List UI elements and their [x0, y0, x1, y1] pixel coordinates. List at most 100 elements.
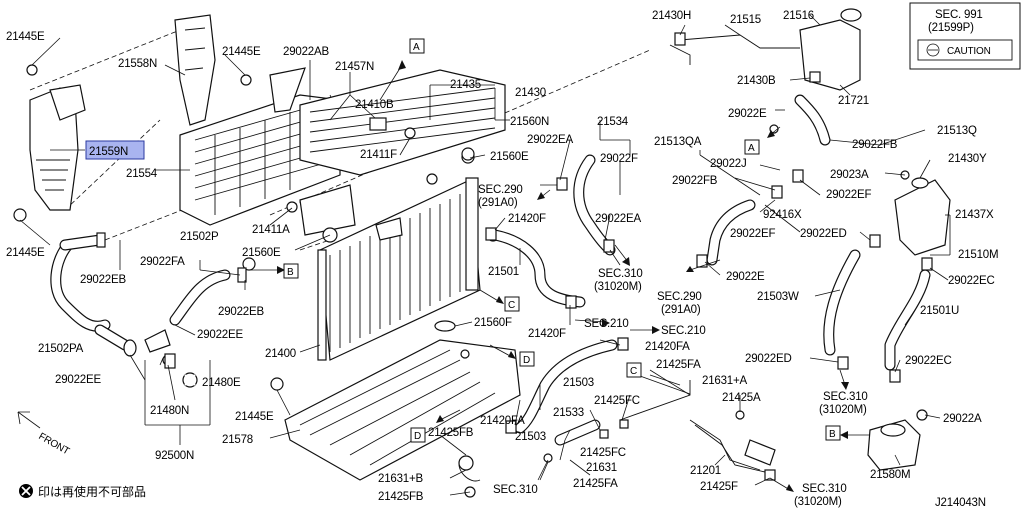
water-outlet-tube: [689, 410, 776, 481]
ref-box-D-low: D: [410, 427, 426, 443]
part-label: 21425A: [722, 392, 761, 404]
part-label: 92500N: [155, 450, 194, 462]
svg-text:B: B: [287, 267, 294, 278]
highlight-21559N: [85, 140, 145, 160]
part-label: 21435: [450, 79, 481, 91]
part-label: 29023A: [830, 169, 869, 181]
part-label: 21631+B: [378, 473, 423, 485]
part-label: SEC.310: [598, 268, 643, 280]
part-label: 21445E: [235, 411, 274, 423]
part-label: 29022FB: [852, 139, 898, 151]
part-label: 21201: [690, 465, 721, 477]
part-label: 21501: [488, 266, 519, 278]
part-label: 29022EB: [80, 274, 126, 286]
part-label: 21445E: [6, 31, 45, 43]
part-label: 21503: [563, 377, 594, 389]
part-label: 21554: [126, 168, 158, 180]
ref-box-B-left: B: [283, 263, 299, 279]
part-label: 21510M: [958, 249, 998, 261]
part-label: 21425FA: [573, 478, 618, 490]
footnote-text: 印は再使用不可部品: [38, 484, 146, 499]
part-label: 92416X: [763, 209, 802, 221]
front-label: FRONT: [37, 431, 72, 457]
expansion-tank: [869, 170, 951, 271]
right-lower-hoses: [823, 249, 931, 383]
part-label: 29022EE: [55, 374, 101, 386]
part-label: 21425FB: [428, 427, 474, 439]
leader-lines: [19, 14, 951, 496]
part-label: 21631: [586, 462, 617, 474]
part-label: 21578: [222, 434, 253, 446]
part-label: 29022E: [728, 108, 767, 120]
svg-text:A: A: [748, 143, 755, 154]
part-label: 21430H: [652, 10, 691, 22]
ref-box-C-mid: C: [504, 296, 520, 312]
part-label: SEC.310: [802, 483, 847, 495]
part-label: 21513QA: [654, 136, 702, 148]
part-label: 29022EA: [595, 213, 641, 225]
ref-box-A-right: A: [744, 139, 760, 155]
part-label: 21558N: [118, 58, 157, 70]
part-label: 29022EB: [218, 306, 264, 318]
part-label-highlighted: 21559N: [89, 146, 128, 158]
ref-box-B-right: B: [825, 425, 841, 441]
part-label: 21457N: [335, 61, 374, 73]
svg-text:A: A: [413, 42, 420, 53]
part-label: 21560N: [510, 116, 549, 128]
part-label: 29022F: [600, 153, 638, 165]
ref-box-D-mid: D: [519, 351, 535, 367]
part-label: SEC.210: [661, 325, 706, 337]
part-label: 21502P: [180, 231, 219, 243]
part-label: 21516: [783, 10, 814, 22]
part-label: 21445E: [6, 247, 45, 259]
part-label: 21400: [265, 348, 296, 360]
part-label: 21420F: [508, 213, 546, 225]
part-label: 21410B: [355, 99, 394, 111]
connectors: [164, 353, 198, 388]
part-label: 21502PA: [38, 343, 84, 355]
part-label: 21425F: [700, 481, 738, 493]
part-label: 29022FB: [672, 175, 718, 187]
part-label: (291A0): [661, 304, 701, 316]
middle-hoses: [461, 147, 629, 434]
part-label: 29022ED: [745, 353, 792, 365]
caution-sec-line1: SEC. 991: [935, 9, 983, 21]
part-label: SEC.310: [493, 484, 538, 496]
svg-text:C: C: [630, 366, 637, 377]
part-label: 21425FA: [656, 359, 701, 371]
part-label: 21515: [730, 14, 761, 26]
part-label: 21425FB: [378, 491, 424, 503]
part-label: (291A0): [478, 197, 518, 209]
part-label: 21411A: [252, 224, 290, 236]
right-hoses: [696, 94, 831, 268]
lower-hoses-left: [50, 232, 247, 387]
part-label: 21560E: [490, 151, 529, 163]
svg-text:B: B: [829, 429, 836, 440]
diagram-id: J214043N: [935, 497, 986, 509]
part-label: (31020M): [794, 496, 842, 508]
footnote: 印は再使用不可部品: [19, 484, 146, 499]
electric-water-pump: [867, 409, 928, 471]
part-label: 21420FA: [480, 415, 525, 427]
part-label: 21631+A: [702, 375, 747, 387]
part-label: 29022EF: [730, 228, 775, 240]
part-label: 21430B: [737, 75, 776, 87]
part-label: 29022EA: [527, 134, 573, 146]
part-label: SEC.290: [478, 184, 523, 196]
part-label: SEC.210: [584, 318, 629, 330]
svg-text:D: D: [523, 355, 530, 366]
part-label: 21503: [515, 431, 546, 443]
part-label: 21560F: [474, 317, 512, 329]
part-label: 21501U: [920, 305, 959, 317]
svg-text:D: D: [414, 431, 421, 442]
part-label: 21513Q: [937, 125, 977, 137]
part-label: 21430: [515, 87, 546, 99]
air-guide-duct: [13, 64, 252, 222]
caution-label: CAUTION: [947, 46, 991, 57]
part-label: 29022J: [710, 158, 747, 170]
part-label: 29022EC: [948, 275, 995, 287]
part-label: 21480N: [150, 405, 189, 417]
part-label: 21437X: [955, 209, 994, 221]
front-indicator: FRONT: [17, 411, 72, 457]
part-labels: 21445E 21558N 21445E 29022AB 21559N 2155…: [6, 10, 999, 508]
